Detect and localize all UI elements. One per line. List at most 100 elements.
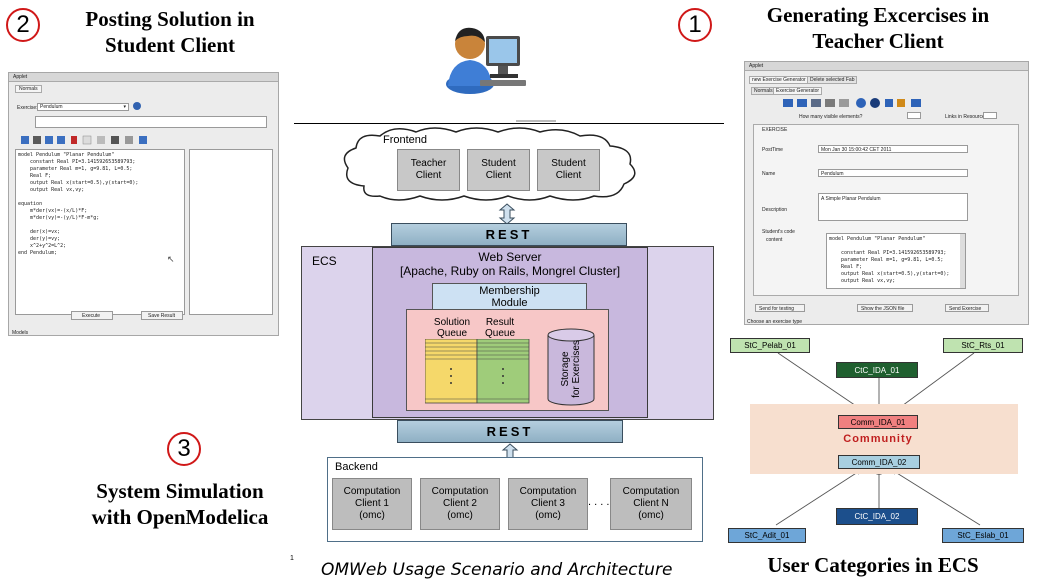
top-divider-line bbox=[294, 123, 724, 124]
content-line: constant Real PI=3.141592653589793; bbox=[829, 250, 947, 256]
node-comm-ida-02: Comm_IDA_02 bbox=[838, 455, 920, 469]
frontend-student-client-1: Student Client bbox=[467, 149, 530, 191]
name-field[interactable]: Pendulum bbox=[818, 169, 968, 177]
web-server-stack: [Apache, Ruby on Rails, Mongrel Cluster] bbox=[399, 264, 621, 278]
tab-new-exercise-generator[interactable]: new Exercise Generator bbox=[749, 76, 809, 84]
storage-line1: Storage bbox=[560, 351, 571, 387]
code-line: parameter Real m=1, g=9.81, L=0.5; bbox=[18, 166, 133, 172]
node-ctc-ida-02: CtC_IDA_02 bbox=[836, 508, 918, 525]
node-stc-eslab-01: StC_Eslab_01 bbox=[942, 528, 1024, 543]
community-label: Community bbox=[843, 433, 913, 445]
student-code-label: Student's code bbox=[762, 229, 795, 235]
subtab-exercise-generator[interactable]: Exercise Generator bbox=[773, 87, 823, 95]
storage-label: Storage for Exercises bbox=[560, 325, 582, 413]
content-line: output Real vx,vy; bbox=[829, 278, 896, 284]
code-line: model Pendulum "Planar Pendulum" bbox=[18, 152, 115, 158]
student-client-screenshot: Applet Normals Exercise: Pendulum ▾ mode… bbox=[8, 72, 279, 336]
user-categories-title: User Categories in ECS bbox=[767, 553, 979, 577]
tab-delete-selected[interactable]: Delete selected Fab bbox=[807, 76, 858, 84]
storage-cylinder bbox=[547, 328, 595, 406]
send-exercise-button[interactable]: Send Exercise bbox=[945, 304, 989, 312]
code-line: output Real vx,vy; bbox=[18, 187, 85, 193]
code-line: constant Real PI=3.141592653589793; bbox=[18, 159, 136, 165]
result-panel bbox=[189, 149, 273, 315]
code-editor[interactable]: model Pendulum "Planar Pendulum" constan… bbox=[15, 149, 185, 315]
result-queue-label: Result Queue bbox=[474, 317, 526, 339]
content-line: model Pendulum "Planar Pendulum" bbox=[829, 236, 926, 242]
simulation-title-line1: System Simulation bbox=[96, 479, 264, 503]
backend-label: Backend bbox=[335, 461, 378, 473]
chevron-down-icon: ▾ bbox=[123, 104, 126, 110]
arrow-frontend-rest bbox=[498, 203, 516, 225]
node-stc-pelab-01: StC_Pelab_01 bbox=[730, 338, 810, 353]
student-window-titlebar: Applet bbox=[9, 73, 278, 82]
visible-spinner[interactable] bbox=[907, 112, 921, 119]
content-label: content bbox=[766, 237, 783, 243]
node-ctc-ida-01: CtC_IDA_01 bbox=[836, 362, 918, 378]
solution-queue-line2: Queue bbox=[436, 328, 468, 339]
footnote-mark: 1 bbox=[290, 555, 294, 562]
node-stc-adit-01: StC_Adit_01 bbox=[728, 528, 806, 543]
generating-title-line1: Generating Excercises in bbox=[766, 3, 990, 27]
teacher-toolbar-icons[interactable] bbox=[781, 97, 941, 109]
links-spinner[interactable] bbox=[983, 112, 997, 119]
ecs-label: ECS bbox=[312, 254, 337, 268]
figure-caption: OMWeb Usage Scenario and Architecture bbox=[321, 560, 673, 580]
execute-button[interactable]: Execute bbox=[71, 311, 113, 320]
cursor-icon: ↖ bbox=[167, 254, 175, 264]
student-tab[interactable]: Normals bbox=[15, 85, 42, 93]
send-for-testing-button[interactable]: Send for testing bbox=[755, 304, 805, 312]
content-scrollbar[interactable] bbox=[960, 234, 965, 288]
code-lines: model Pendulum "Planar Pendulum" constan… bbox=[18, 152, 138, 257]
backend-ellipsis: . . . . bbox=[588, 496, 610, 508]
user-computer-icon bbox=[446, 27, 526, 94]
web-server-name: Web Server bbox=[478, 250, 542, 264]
generating-title: Generating Excercises in Teacher Client bbox=[728, 2, 1028, 54]
top-divider-gap bbox=[516, 120, 556, 122]
posting-title-line1: Posting Solution in bbox=[85, 7, 255, 31]
content-field[interactable]: model Pendulum "Planar Pendulum" constan… bbox=[826, 233, 966, 289]
show-json-button[interactable]: Show the JSON file bbox=[857, 304, 913, 312]
student-text-field[interactable] bbox=[35, 116, 267, 128]
posttime-field[interactable]: Mon Jan 30 15:00:42 CET 2011 bbox=[818, 145, 968, 153]
generating-title-line2: Teacher Client bbox=[812, 29, 944, 53]
description-field[interactable]: A Simple Planar Pendulum bbox=[818, 193, 968, 221]
membership-line2: Module bbox=[491, 297, 528, 309]
help-icon[interactable] bbox=[133, 102, 141, 110]
frontend-student-client-2: Student Client bbox=[537, 149, 600, 191]
result-queue-line2: Queue bbox=[484, 328, 516, 339]
code-line bbox=[18, 222, 138, 229]
step-3-marker: 3 bbox=[167, 432, 201, 466]
storage-line2: for Exercises bbox=[571, 340, 582, 398]
step-2-marker: 2 bbox=[6, 8, 40, 42]
links-question: Links in Resources? bbox=[945, 114, 991, 120]
teacher-window-titlebar: Applet bbox=[745, 62, 1028, 71]
queues-graphic bbox=[425, 339, 530, 404]
rest-top-bar: REST bbox=[391, 223, 627, 246]
content-line: Real F; bbox=[829, 264, 863, 270]
content-line bbox=[829, 243, 949, 250]
rest-bottom-bar: REST bbox=[397, 420, 623, 443]
toolbar-icons[interactable] bbox=[19, 134, 159, 146]
teacher-status: Choose an exercise type bbox=[747, 319, 803, 325]
code-line: output Real x(start=0.5),y(start=0); bbox=[18, 180, 139, 186]
node-stc-rts-01: StC_Rts_01 bbox=[943, 338, 1023, 353]
solution-queue-line1: Solution bbox=[433, 317, 471, 328]
code-line: m*der(vy)=-(y/L)*F-m*g; bbox=[18, 215, 100, 221]
simulation-title-line2: with OpenModelica bbox=[91, 505, 269, 529]
subtab-normals[interactable]: Normals bbox=[751, 87, 776, 95]
visible-question: How many visible elements? bbox=[799, 114, 863, 120]
save-result-button[interactable]: Save Result bbox=[141, 311, 183, 320]
name-label: Name bbox=[762, 171, 776, 177]
web-server-title: Web Server [Apache, Ruby on Rails, Mongr… bbox=[372, 250, 648, 278]
code-line: equation bbox=[18, 201, 43, 207]
code-line: der(x)=vx; bbox=[18, 229, 61, 235]
code-line bbox=[18, 194, 138, 201]
posttime-label: PostTime bbox=[762, 147, 783, 153]
solution-queue-label: Solution Queue bbox=[426, 317, 478, 339]
exercise-select[interactable]: Pendulum ▾ bbox=[37, 103, 129, 111]
